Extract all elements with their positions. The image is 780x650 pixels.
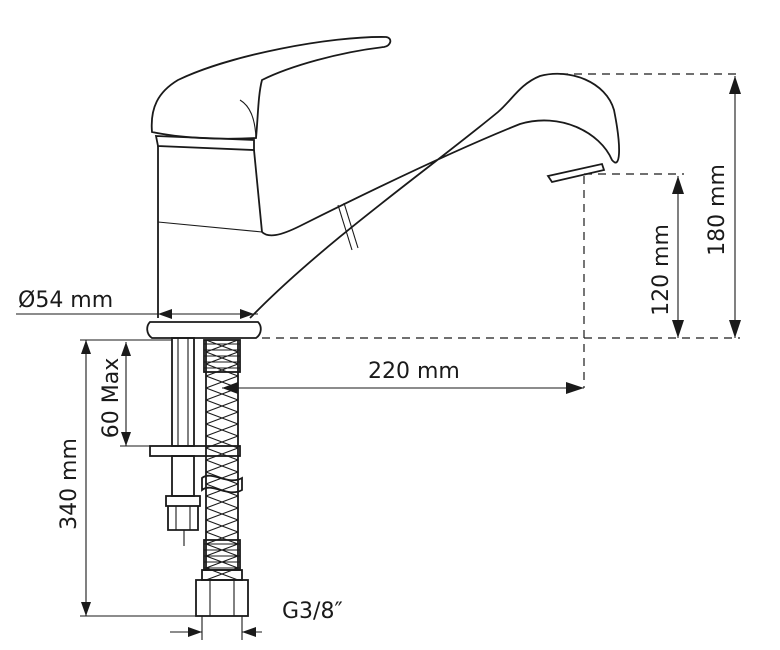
label-total-height: 180 mm xyxy=(705,164,730,256)
dim-reach: 220 mm xyxy=(222,359,584,394)
dim-spout-height: 120 mm xyxy=(649,176,684,338)
braided-hose xyxy=(201,339,243,581)
label-spout-height: 120 mm xyxy=(649,224,674,316)
faucet-body xyxy=(146,36,620,339)
label-hose-length: 340 mm xyxy=(57,438,82,530)
label-mount-thickness: 60 Max xyxy=(99,358,124,438)
dim-total-height: 180 mm xyxy=(705,76,741,338)
label-thread: G3/8″ xyxy=(282,599,343,624)
mounting-plate xyxy=(149,445,241,457)
base-ring xyxy=(146,321,262,339)
mounting-assembly xyxy=(149,337,241,546)
label-diameter: Ø54 mm xyxy=(18,288,113,313)
spray-head xyxy=(546,162,606,184)
hose-nut xyxy=(195,569,249,617)
lever-handle xyxy=(150,36,392,140)
label-reach: 220 mm xyxy=(368,359,460,384)
dim-thread: G3/8″ xyxy=(170,599,343,640)
dim-hose-length: 340 mm xyxy=(57,339,196,617)
pull-out-spout xyxy=(249,72,620,319)
dim-diameter: Ø54 mm xyxy=(16,288,258,319)
main-column xyxy=(157,146,263,318)
dim-mount-thickness: 60 Max xyxy=(99,342,150,447)
